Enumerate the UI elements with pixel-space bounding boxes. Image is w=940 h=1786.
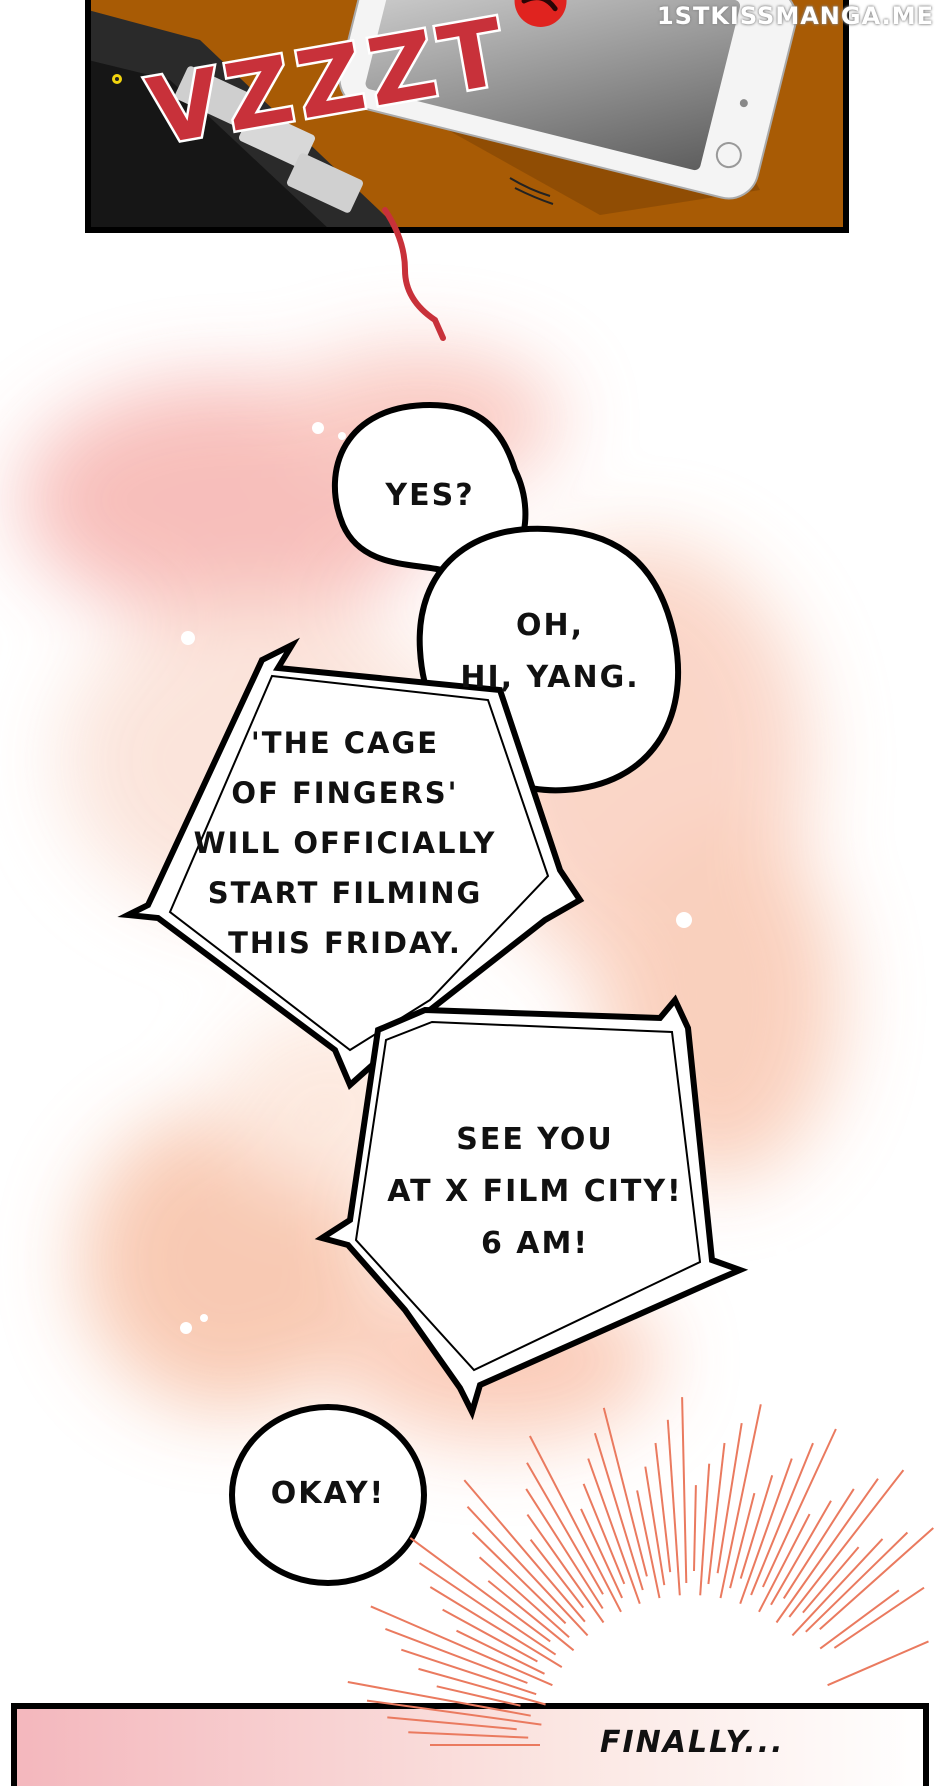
bubble-cage-line-2: OF FINGERS' [231,776,459,810]
burst-line [805,1531,909,1633]
burst-line [408,1731,529,1739]
burst-line [466,1506,589,1637]
finally-text: FINALLY... [600,1725,785,1760]
burst-line [719,1404,762,1599]
burst-line [580,1508,624,1599]
burst-line [788,1469,905,1618]
burst-line [347,1681,531,1717]
burst-line [463,1479,586,1623]
bubble-see-you-text: SEE YOU AT X FILM CITY! 6 AM! [380,1114,690,1270]
burst-line [400,1648,537,1696]
keyboard [88,10,400,230]
burst-line [739,1458,793,1605]
burst-line [456,1629,545,1675]
burst-line [366,1699,542,1726]
bubble-cage-text: 'THE CAGE OF FINGERS' WILL OFFICIALLY ST… [190,718,500,968]
burst-line [707,1442,726,1585]
emphasis-burst [347,1397,934,1746]
burst-line [666,1419,681,1596]
bubble-oh-line-2: HI, YANG. [460,660,640,695]
burst-line [370,1605,553,1687]
jagged-bubble-see-you [314,994,749,1421]
burst-line [827,1640,929,1687]
burst-line [819,1589,900,1650]
bubble-yes-text: YES? [360,470,500,522]
burst-line [819,1527,934,1630]
burst-line [602,1407,648,1577]
burst-line [418,1667,546,1706]
burst-line [582,1483,626,1585]
bubble-yes-line: YES? [385,478,475,513]
burst-line [526,1514,605,1624]
burst-line [409,1537,551,1643]
burst-line [699,1463,711,1596]
burst-line [385,1627,528,1684]
burst-line [782,1488,855,1599]
speech-bubble-okay [229,1404,427,1586]
bubble-cage-line-3: WILL OFFICIALLY [193,826,497,860]
burst-line [442,1608,538,1663]
burst-line [387,1716,517,1731]
burst-line [729,1492,756,1589]
bubble-oh-text: OH, HI, YANG. [440,600,660,704]
burst-line [525,1488,604,1610]
top-panel [88,0,846,230]
bubble-oh-line-1: OH, [515,608,584,643]
burst-line [775,1478,879,1624]
burst-line [429,1586,563,1668]
bubble-okay-line: OKAY! [270,1476,386,1511]
burst-line [750,1442,814,1596]
burst-line [471,1531,567,1625]
burst-line [716,1422,743,1574]
burst-line [587,1458,641,1605]
burst-line [681,1397,688,1584]
burst-line [526,1462,604,1595]
burst-line [529,1538,585,1609]
burst-line [487,1580,575,1652]
burst-line [593,1432,644,1591]
bubble-cage-line-5: THIS FRIDAY. [228,926,462,960]
burst-line [693,1485,697,1572]
burst-line [758,1513,811,1613]
burst-line [529,1435,622,1613]
burst-line [636,1490,661,1599]
burst-line [761,1428,837,1588]
burst-line [739,1475,774,1579]
burst-line [478,1556,570,1638]
burst-line [791,1538,884,1637]
burst-line [436,1685,521,1707]
burst-line [770,1500,832,1606]
bubble-cage-line-1: 'THE CAGE [250,726,440,760]
sparkle-dots [180,422,788,1334]
burst-line [833,1586,925,1649]
burst-line [644,1466,666,1586]
smartphone [338,0,798,200]
burst-line [654,1442,672,1573]
burst-line [418,1562,557,1656]
bubble-see-you-line-3: 6 AM! [480,1226,590,1261]
bubble-cage-line-4: START FILMING [207,876,483,910]
phone-call-icon [514,0,567,27]
sfx-drip [382,207,446,341]
bubble-okay-text: OKAY! [258,1468,398,1520]
bubble-see-you-line-1: SEE YOU [456,1122,614,1157]
burst-line [802,1546,860,1614]
bubble-see-you-line-2: AT X FILM CITY! [387,1174,683,1209]
watermark-text: 1STKISSMANGA.ME [656,2,934,30]
